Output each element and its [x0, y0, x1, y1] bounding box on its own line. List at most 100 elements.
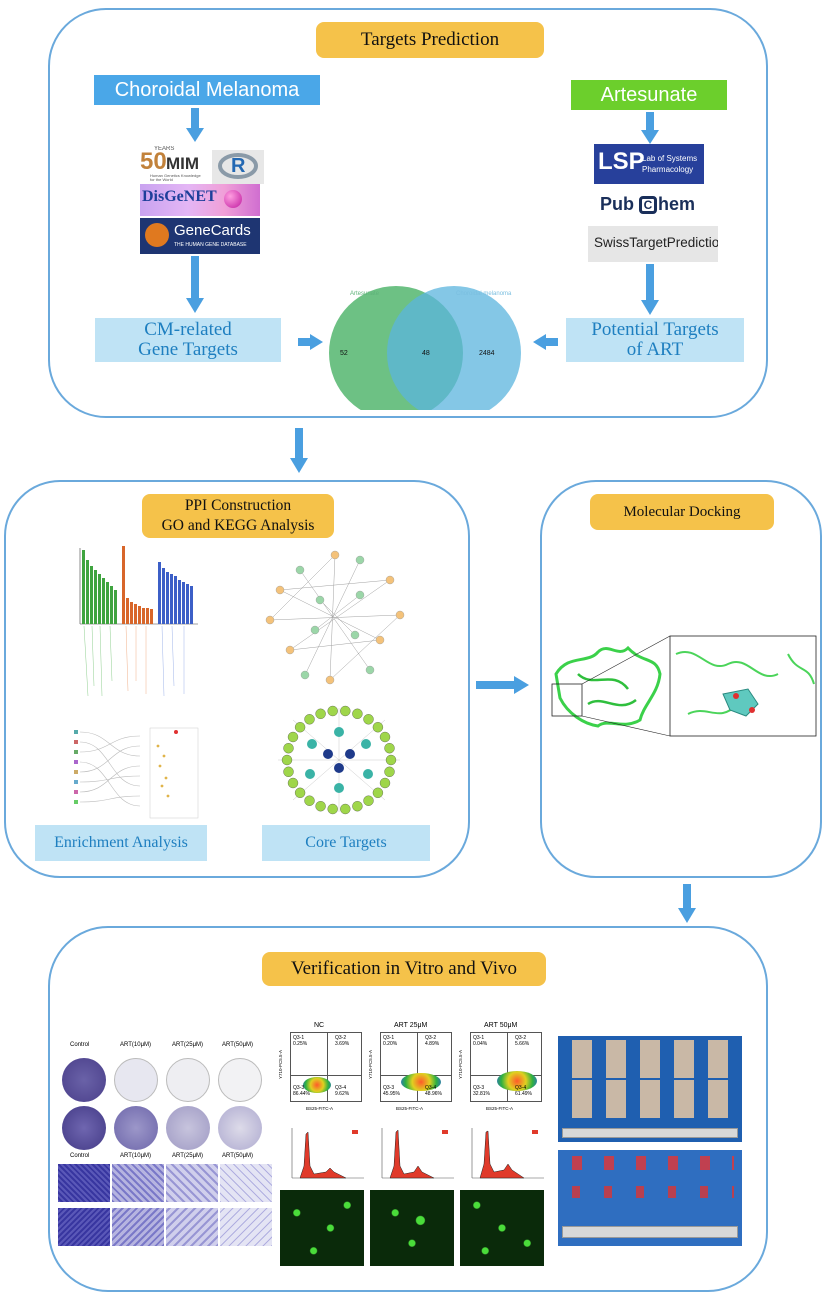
art-targets-line-1: Potential Targets [591, 319, 719, 340]
cm-targets-line-1: CM-related [144, 319, 232, 340]
quad-value: 5.66% [515, 1041, 530, 1047]
migration-field [166, 1164, 218, 1202]
network-node [283, 766, 294, 777]
migration-field [220, 1208, 272, 1246]
network-node [384, 766, 395, 777]
colony-dish [62, 1058, 106, 1102]
core-targets-image [278, 705, 400, 815]
migration-label-art50: ART(50μM) [222, 1153, 254, 1159]
colony-dish [166, 1058, 210, 1102]
ruler-icon [562, 1128, 738, 1138]
quad-value: 32.81% [473, 1091, 490, 1097]
art-targets-box: Potential Targets of ART [566, 318, 744, 362]
flow-cytometry: NC Q3-1 0.25% Q3-2 3.69% Q3-3 86.44% Q3-… [278, 1022, 546, 1272]
omim-number: 50 [140, 148, 167, 175]
enrichment-analysis-label: Enrichment Analysis [54, 834, 188, 851]
quad-label: Q3-1 [473, 1035, 485, 1041]
network-node [363, 795, 374, 806]
r-letter: R [231, 155, 246, 177]
cm-targets-box: CM-related Gene Targets [95, 318, 281, 362]
network-node [283, 743, 294, 754]
genecards-text: GeneCards [174, 222, 251, 239]
flow-cluster [401, 1073, 441, 1091]
tumor-photo [558, 1150, 742, 1246]
network-node [372, 787, 384, 798]
cell-cycle-histogram [381, 1128, 454, 1179]
genecards-logo: GeneCards THE HUMAN GENE DATABASE [140, 218, 260, 254]
verification-title: Verification in Vitro and Vivo [262, 952, 546, 986]
flow-cluster [497, 1071, 537, 1091]
flow-x-axis: BS25-FITC-A [486, 1106, 514, 1111]
disease-label-box: Choroidal Melanoma [94, 75, 320, 105]
quad-label: Q3-1 [383, 1035, 395, 1041]
quad-label: Q3-3 [383, 1085, 395, 1091]
pubchem-logo: Pub C hem [596, 192, 706, 220]
colony-dish [218, 1106, 262, 1150]
ppi-title: PPI Construction GO and KEGG Analysis [142, 494, 334, 538]
network-node [287, 731, 299, 743]
quad-value: 3.69% [335, 1041, 350, 1047]
arrow-down-icon [641, 112, 659, 144]
quad-label: Q3-1 [293, 1035, 305, 1041]
pubchem-text-b: hem [658, 194, 696, 214]
network-node [372, 722, 384, 733]
flow-cluster [303, 1077, 331, 1093]
network-node [281, 754, 293, 766]
quad-value: 4.89% [425, 1041, 440, 1047]
network-node [315, 801, 326, 812]
enrichment-sankey-image [74, 727, 199, 819]
network-node [385, 754, 397, 766]
network-node [379, 731, 391, 743]
flow-y-axis: Y710-PC5.5-A [368, 1049, 374, 1080]
network-node [352, 801, 363, 812]
colony-label-control: Control [70, 1042, 90, 1048]
migration-field [112, 1164, 164, 1202]
quad-label: Q3-4 [515, 1085, 527, 1091]
fluorescence-image [460, 1190, 544, 1266]
flow-y-axis: Y710-PC5.5-A [458, 1049, 464, 1080]
flow-panel: ART 25μM Q3-1 0.20% Q3-2 4.89% Q3-3 45.9… [368, 1022, 456, 1122]
r-logo: R [212, 150, 264, 184]
targets-prediction-title-text: Targets Prediction [360, 29, 500, 50]
quad-label: Q3-3 [293, 1085, 305, 1091]
flow-label: ART 25μM [394, 1022, 428, 1029]
lsp-subtitle-2: Pharmacology [642, 165, 694, 174]
flow-panel: ART 50μM Q3-1 0.04% Q3-2 5.66% Q3-3 32.8… [458, 1022, 546, 1122]
quad-label: Q3-4 [425, 1085, 437, 1091]
network-node [340, 705, 351, 717]
fluorescence-image [280, 1190, 364, 1266]
docking-title: Molecular Docking [590, 494, 774, 530]
colony-header-row: Control ART(10μM) ART(25μM) ART(50μM) [58, 1040, 274, 1050]
migration-label-control: Control [70, 1153, 90, 1159]
mice-photo [558, 1036, 742, 1142]
colony-dish [218, 1058, 262, 1102]
venn-right-only: 2484 [479, 350, 495, 357]
quad-label: Q3-4 [335, 1085, 347, 1091]
arrow-left-icon [533, 334, 558, 350]
arrow-down-icon [678, 884, 696, 923]
venn-diagram: Artesunate Choroidal melanoma 52 48 2484 [329, 286, 521, 410]
arrow-down-icon [290, 428, 308, 473]
swiss-text: SwissTargetPrediction [594, 235, 718, 250]
drug-label-box: Artesunate [571, 80, 727, 110]
venn-right-label: Choroidal melanoma [456, 291, 512, 297]
network-node [327, 803, 338, 815]
flow-plot: Q3-1 0.04% Q3-2 5.66% Q3-3 32.81% Q3-4 6… [470, 1032, 542, 1102]
disgenet-logo: DisGeNET [140, 184, 260, 216]
colony-label-art25: ART(25μM) [172, 1042, 204, 1048]
venn-overlap: 48 [422, 350, 430, 357]
arrow-down-icon [186, 256, 204, 313]
enrichment-analysis-box: Enrichment Analysis [35, 825, 207, 861]
core-targets-label: Core Targets [305, 834, 387, 851]
quad-label: Q3-3 [473, 1085, 485, 1091]
arrow-down-icon [641, 264, 659, 315]
targets-prediction-title: Targets Prediction [316, 22, 544, 58]
lsp-subtitle-1: Lab of Systems [642, 154, 698, 163]
quad-value: 86.44% [293, 1091, 310, 1097]
migration-label-art10: ART(10μM) [120, 1153, 152, 1159]
quad-label: Q3-2 [515, 1035, 527, 1041]
quad-value: 0.04% [473, 1041, 488, 1047]
venn-left-label: Artesunate [350, 291, 380, 297]
colony-dish [62, 1106, 106, 1150]
lsp-logo: LSP Lab of Systems Pharmacology [594, 144, 704, 184]
